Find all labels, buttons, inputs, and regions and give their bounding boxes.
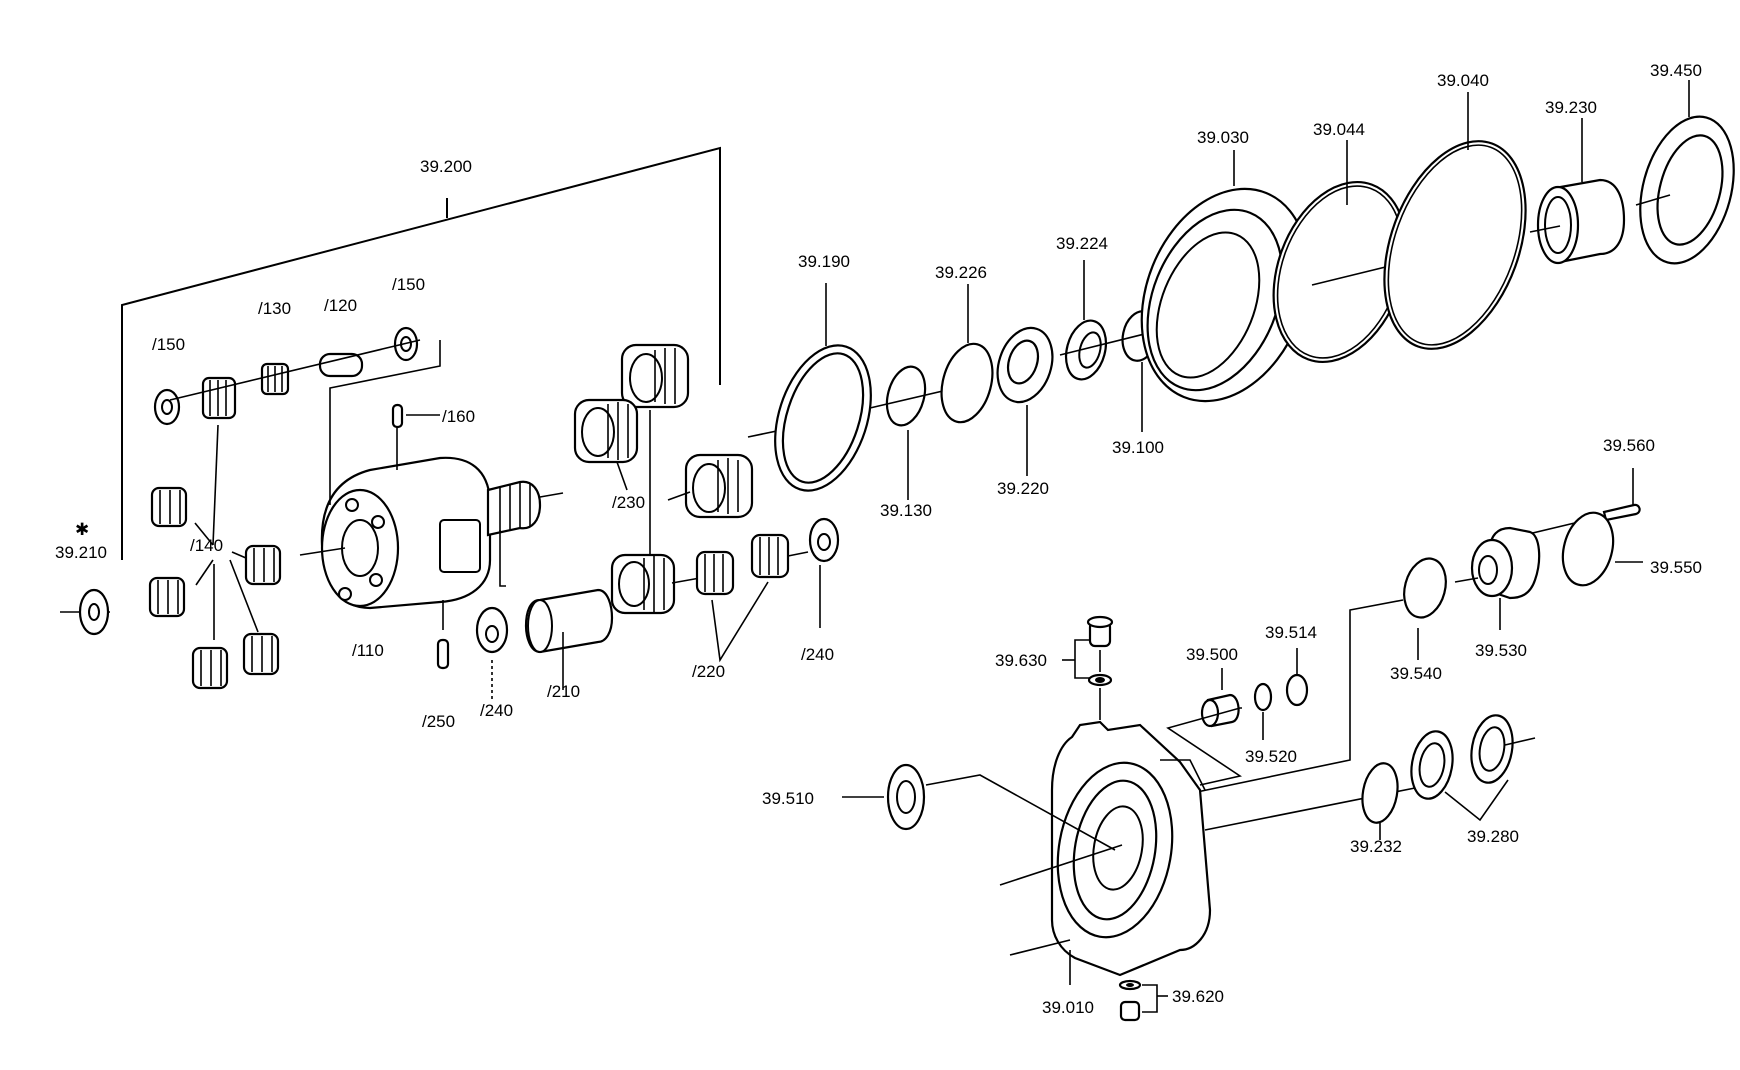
pin-250 bbox=[436, 638, 450, 670]
label-150-right: /150 bbox=[392, 275, 425, 294]
ring-39-520 bbox=[1253, 682, 1273, 712]
needle-bearing-top-row bbox=[201, 352, 364, 420]
plug-39-620 bbox=[1119, 1000, 1141, 1022]
upper-ring-chain bbox=[747, 80, 1735, 500]
label-39-220: 39.220 bbox=[997, 479, 1049, 498]
label-39-510: 39.510 bbox=[762, 789, 814, 808]
ring-39-514 bbox=[1285, 673, 1309, 707]
label-39-190: 39.190 bbox=[798, 252, 850, 271]
label-250: /250 bbox=[422, 712, 455, 731]
ring-39-226 bbox=[940, 342, 994, 424]
part-labels: 39.200 ✱ 39.210 /150 /150 /130 /120 /160… bbox=[55, 61, 1702, 1017]
label-39-550: 39.550 bbox=[1650, 558, 1702, 577]
o-ring-39-550 bbox=[1561, 511, 1615, 587]
label-240-left: /240 bbox=[480, 701, 513, 720]
label-39-232: 39.232 bbox=[1350, 837, 1402, 856]
label-230: /230 bbox=[612, 493, 645, 512]
label-110: /110 bbox=[352, 641, 384, 660]
label-220: /220 bbox=[692, 662, 725, 681]
housing-assembly bbox=[842, 468, 1643, 1022]
label-120: /120 bbox=[324, 296, 357, 315]
label-39-514: 39.514 bbox=[1265, 623, 1317, 642]
label-39-630: 39.630 bbox=[995, 651, 1047, 670]
label-39-210: 39.210 bbox=[55, 543, 107, 562]
label-210: /210 bbox=[547, 682, 580, 701]
label-39-224: 39.224 bbox=[1056, 234, 1108, 253]
ring-39-540 bbox=[1403, 557, 1447, 619]
group-bracket-39-200 bbox=[121, 146, 721, 560]
label-39-280: 39.280 bbox=[1467, 827, 1519, 846]
label-39-230: 39.230 bbox=[1545, 98, 1597, 117]
label-39-030: 39.030 bbox=[1197, 128, 1249, 147]
label-39-500: 39.500 bbox=[1186, 645, 1238, 664]
label-140: /140 bbox=[190, 536, 223, 555]
planet-carrier-110 bbox=[320, 456, 542, 610]
label-240-right: /240 bbox=[801, 645, 834, 664]
label-39-560: 39.560 bbox=[1603, 436, 1655, 455]
label-39-044: 39.044 bbox=[1313, 120, 1365, 139]
snap-ring-39-130 bbox=[885, 365, 927, 427]
label-39-226: 39.226 bbox=[935, 263, 987, 282]
label-39-200: 39.200 bbox=[420, 157, 472, 176]
ring-39-232 bbox=[1361, 762, 1399, 824]
bolt-39-560 bbox=[1602, 503, 1641, 522]
needle-bearings-220 bbox=[695, 533, 790, 596]
planet-gears-140 bbox=[148, 486, 282, 690]
label-130: /130 bbox=[258, 299, 291, 318]
label-39-100: 39.100 bbox=[1112, 438, 1164, 457]
label-39-040: 39.040 bbox=[1437, 71, 1489, 90]
label-39-540: 39.540 bbox=[1390, 664, 1442, 683]
pin-160 bbox=[391, 403, 404, 429]
label-39-130: 39.130 bbox=[880, 501, 932, 520]
label-150-left: /150 bbox=[152, 335, 185, 354]
ring-39-040 bbox=[1383, 140, 1527, 350]
planet-gears-230 bbox=[573, 343, 754, 615]
asterisk-symbol: ✱ bbox=[75, 520, 89, 539]
label-39-520: 39.520 bbox=[1245, 747, 1297, 766]
planet-carrier-assembly bbox=[60, 326, 840, 700]
label-39-620: 39.620 bbox=[1172, 987, 1224, 1006]
label-39-010: 39.010 bbox=[1042, 998, 1094, 1017]
label-160: /160 bbox=[442, 407, 475, 426]
label-39-530: 39.530 bbox=[1475, 641, 1527, 660]
label-39-450: 39.450 bbox=[1650, 61, 1702, 80]
